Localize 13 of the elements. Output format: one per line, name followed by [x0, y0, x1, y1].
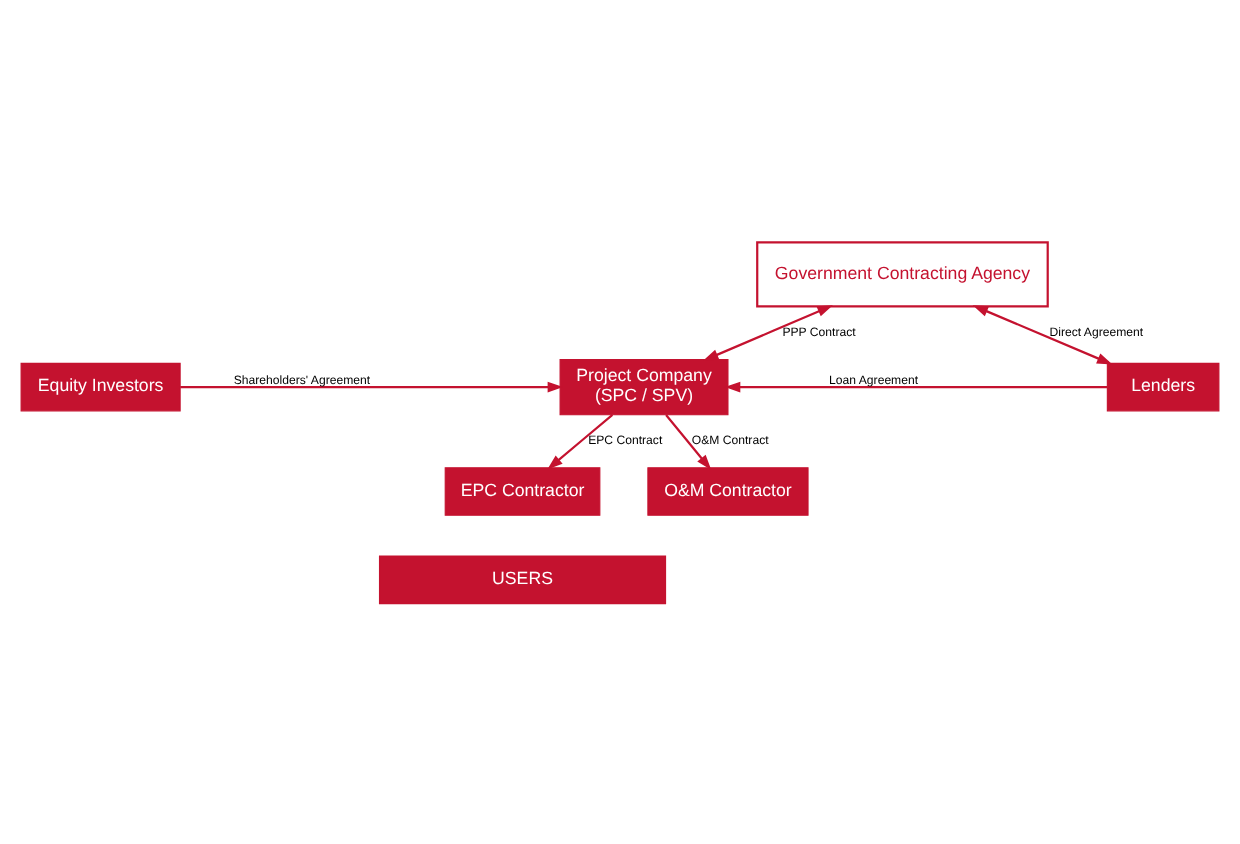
arrow	[724, 380, 1108, 392]
arrow	[665, 413, 712, 470]
node-box: EPC Contractor	[444, 466, 601, 515]
node-box: Project Company (SPC / SPV)	[559, 357, 729, 415]
node-box: O&M Contractor	[647, 466, 809, 515]
node-box: Equity Investors	[20, 361, 181, 411]
arrow	[972, 304, 1113, 364]
arrow	[547, 412, 614, 469]
node-box: USERS	[378, 554, 667, 604]
arrow	[703, 304, 833, 360]
node-box: Lenders	[1106, 361, 1220, 411]
arrow	[180, 380, 564, 392]
node-box: Government Contracting Agency	[756, 240, 1049, 307]
